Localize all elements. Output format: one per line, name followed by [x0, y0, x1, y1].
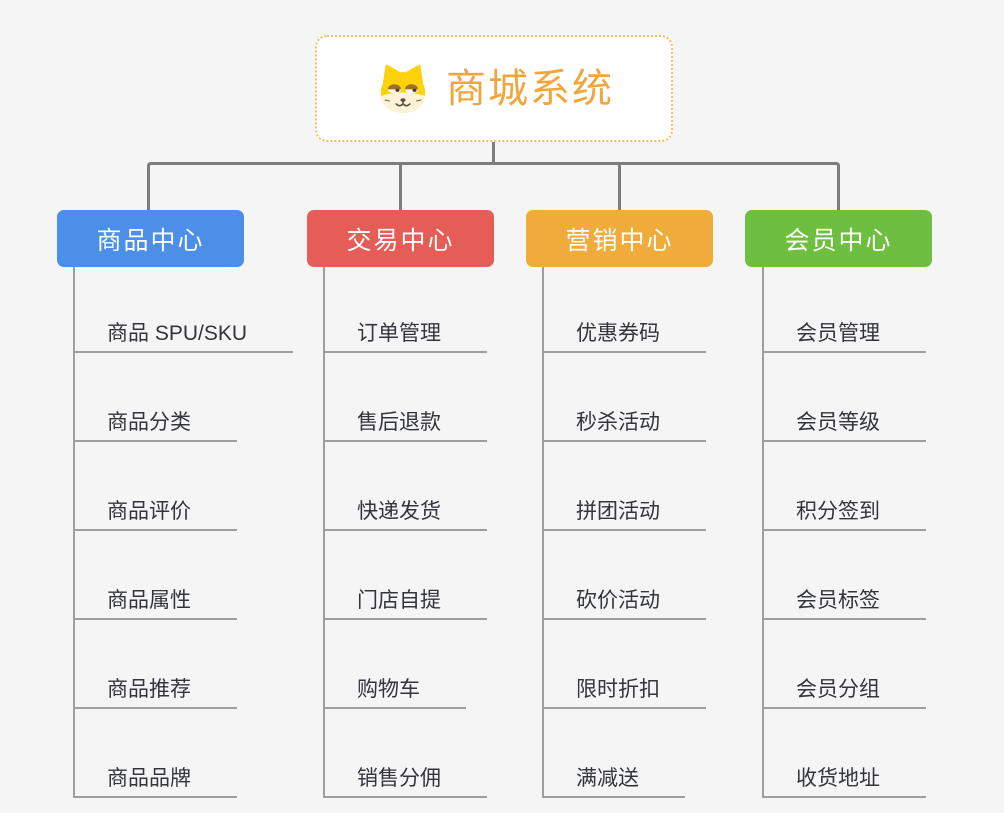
child-node[interactable]: 购物车 [325, 620, 466, 709]
child-node[interactable]: 订单管理 [325, 264, 487, 353]
branch-column-product: 商品 SPU/SKU 商品分类 商品评价 商品属性 商品推荐 商品品牌 [73, 264, 294, 798]
child-node[interactable]: 商品属性 [75, 531, 237, 620]
branch-header-member-center[interactable]: 会员中心 [745, 210, 932, 267]
child-node[interactable]: 售后退款 [325, 353, 487, 442]
child-node[interactable]: 砍价活动 [544, 531, 706, 620]
child-node[interactable]: 商品品牌 [75, 709, 237, 798]
child-node[interactable]: 限时折扣 [544, 620, 706, 709]
branch-rail-line [147, 162, 840, 210]
root-node[interactable]: 商城系统 [315, 35, 673, 142]
child-node[interactable]: 快递发货 [325, 442, 487, 531]
child-node[interactable]: 拼团活动 [544, 442, 706, 531]
branch-header-marketing-center[interactable]: 营销中心 [526, 210, 713, 267]
child-node[interactable]: 会员标签 [764, 531, 926, 620]
shiba-dog-icon [380, 64, 426, 113]
child-node[interactable]: 商品推荐 [75, 620, 237, 709]
canvas-bottom-edge [0, 813, 1004, 840]
root-title: 商城系统 [446, 66, 614, 111]
child-node[interactable]: 商品评价 [75, 442, 237, 531]
child-node[interactable]: 收货地址 [764, 709, 926, 798]
child-node[interactable]: 满减送 [544, 709, 685, 798]
branch-header-product-center[interactable]: 商品中心 [57, 210, 244, 267]
child-node[interactable]: 门店自提 [325, 531, 487, 620]
branch-column-member: 会员管理 会员等级 积分签到 会员标签 会员分组 收货地址 [762, 264, 926, 798]
child-node[interactable]: 会员分组 [764, 620, 926, 709]
child-node[interactable]: 商品 SPU/SKU [75, 264, 294, 353]
child-node[interactable]: 优惠券码 [544, 264, 706, 353]
child-node[interactable]: 销售分佣 [325, 709, 487, 798]
child-node[interactable]: 商品分类 [75, 353, 237, 442]
branch-column-trade: 订单管理 售后退款 快递发货 门店自提 购物车 销售分佣 [323, 264, 487, 798]
child-node[interactable]: 秒杀活动 [544, 353, 706, 442]
child-node[interactable]: 会员等级 [764, 353, 926, 442]
child-node[interactable]: 积分签到 [764, 442, 926, 531]
branch-header-trade-center[interactable]: 交易中心 [307, 210, 494, 267]
branch-column-marketing: 优惠券码 秒杀活动 拼团活动 砍价活动 限时折扣 满减送 [542, 264, 706, 798]
child-node[interactable]: 会员管理 [764, 264, 926, 353]
